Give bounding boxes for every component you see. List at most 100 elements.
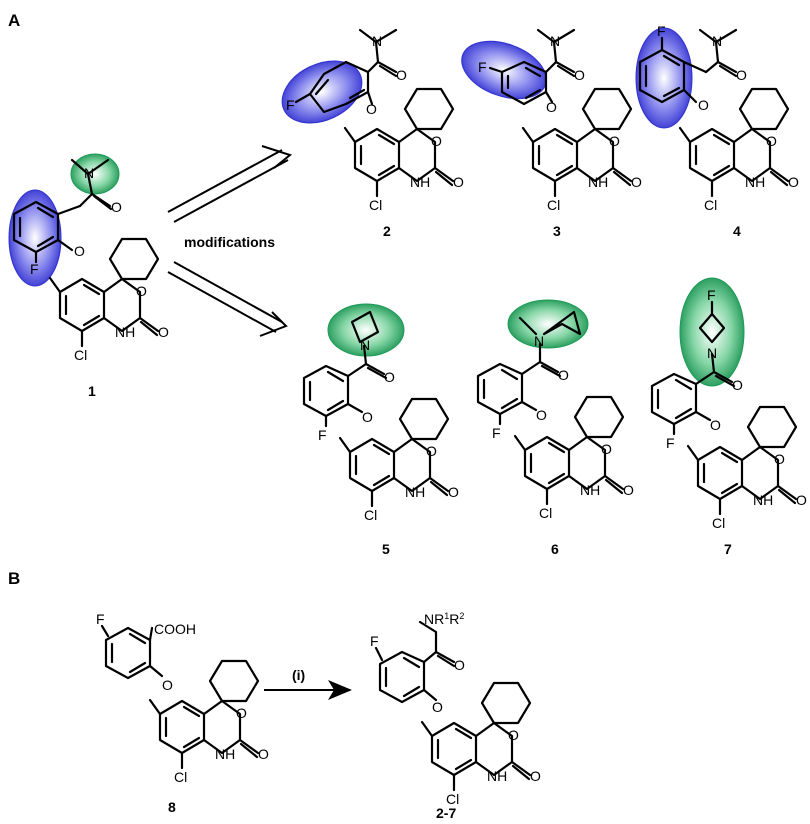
carbonyl-oxygen-2: O [258,746,269,762]
fluoroazetidine-highlight [679,277,745,387]
r1-superscript: 1 [444,611,449,621]
compound-label: 6 [551,541,559,557]
fluorine-azetidine: F [707,287,716,303]
cyclopropylamide-highlight [507,299,589,349]
carbonyl-oxygen-2: O [796,492,807,508]
reaction-arrow: (i) [264,667,352,700]
amide-nitrogen: N [534,333,544,349]
fluorine: F [666,435,675,451]
ring-oxygen: O [236,705,247,721]
carbonyl-oxygen: O [396,67,407,83]
ring-oxygen: O [609,133,620,149]
nh-group: NH [405,484,425,500]
carbonyl-oxygen-2: O [448,484,459,500]
compound-label: 5 [382,541,390,557]
carboxylic-acid: COOH [154,621,196,637]
r2-text: R [449,611,459,627]
nh-group: NH [410,174,430,190]
azetidine-nitrogen: N [360,337,370,353]
fluorophenyl-highlight [635,27,693,129]
azetidine-nitrogen: N [707,345,717,361]
fluorine: F [30,261,39,277]
compound-2-7: NR1R2 F O O O NH O Cl 2-7 [370,611,541,821]
carbonyl-oxygen: O [454,657,465,673]
compound-3: N O F O O NH O Cl 3 [461,28,642,239]
ring-oxygen: O [136,283,147,299]
chlorine: Cl [74,347,87,363]
amide-nitrogen: N [372,33,382,49]
amide-nitrogen: N [84,165,94,181]
compound-2: N O F O O NH O Cl 2 [281,28,464,239]
panel-label-a: A [8,11,20,30]
compound-label: 8 [168,799,176,815]
nh-group: NH [487,768,507,784]
chlorine: Cl [704,197,717,213]
ether-oxygen: O [536,407,547,423]
compound-8: F COOH O O NH O Cl 8 [96,611,269,815]
nh-group: NH [215,746,235,762]
chlorine: Cl [539,505,552,521]
ether-oxygen: O [362,409,373,425]
dimethylamide-highlight [70,153,120,195]
compound-label: 3 [553,223,561,239]
ring-oxygen: O [774,451,785,467]
carbonyl-oxygen-2: O [631,174,642,190]
carbonyl-oxygen: O [732,377,743,393]
reagent-label: (i) [292,667,305,683]
nh-group: NH [753,492,773,508]
carbonyl-oxygen-2: O [623,482,634,498]
carbonyl-oxygen-2: O [453,174,464,190]
modification-arrows: modifications [167,145,293,337]
fluorophenyl-highlight [281,60,363,124]
carbonyl-oxygen-2: O [530,768,541,784]
fluorine: F [286,97,295,113]
carbonyl-oxygen-2: O [158,324,169,340]
compound-label: 2-7 [436,805,456,821]
ring-oxygen: O [508,727,519,743]
compound-label: 2 [383,223,391,239]
panel-label-b: B [8,569,20,588]
fluorine: F [96,611,105,627]
compound-label: 4 [733,223,741,239]
ether-oxygen: O [162,677,173,693]
compound-6: N O F O O NH O Cl 6 [476,299,634,557]
ring-oxygen: O [766,133,777,149]
r2-superscript: 2 [459,611,464,621]
chlorine: Cl [174,769,187,785]
ether-oxygen: O [74,243,85,259]
carbonyl-oxygen: O [574,67,585,83]
chlorine: Cl [369,197,382,213]
carbonyl-oxygen: O [736,67,747,83]
ether-oxygen: O [710,417,721,433]
fluorine: F [370,633,379,649]
ring-oxygen: O [431,133,442,149]
ether-oxygen: O [546,99,557,115]
carbonyl-oxygen-2: O [788,174,799,190]
fluorine: F [492,425,501,441]
fluorine: F [478,59,487,75]
chlorine: Cl [364,507,377,523]
chlorine: Cl [712,515,725,531]
nh-group: NH [115,324,135,340]
chlorine: Cl [547,197,560,213]
nh-group: NH [580,482,600,498]
chlorine: Cl [446,791,459,807]
ring-oxygen: O [601,441,612,457]
nh-group: NH [588,174,608,190]
nr-text: NR [424,611,444,627]
compound-4: N O F O O NH O Cl 4 [635,23,799,239]
compound-7: F N O F O O NH O Cl 7 [650,277,807,557]
compound-5: N O F O O NH O Cl 5 [302,303,459,557]
nr1r2-group: NR1R2 [424,611,464,627]
compound-label: 7 [724,541,732,557]
carbonyl-oxygen: O [558,367,569,383]
fluorine: F [318,427,327,443]
compound-1: N O F O O NH O Cl 1 [8,153,169,399]
ether-oxygen: O [698,97,709,113]
nh-group: NH [745,174,765,190]
amide-nitrogen: N [712,33,722,49]
carbonyl-oxygen: O [111,199,122,215]
ether-oxygen: O [366,101,377,117]
fluorine: F [657,23,666,39]
